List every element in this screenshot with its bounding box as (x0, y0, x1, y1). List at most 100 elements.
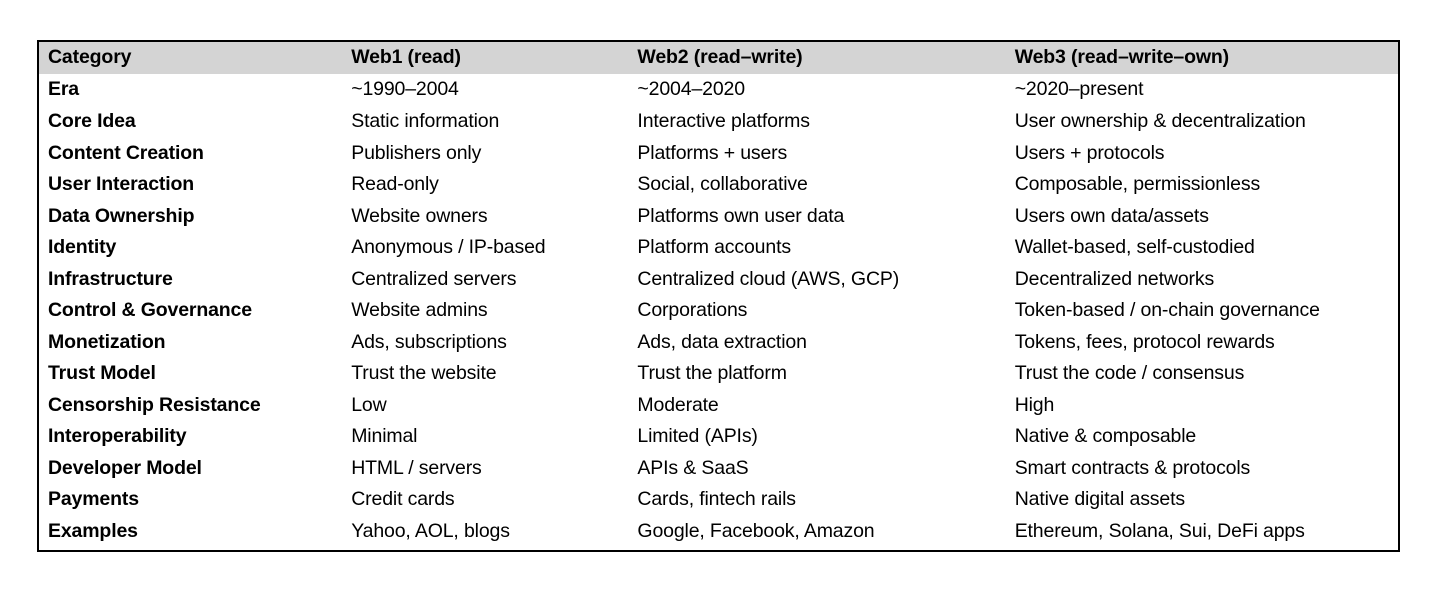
cell-web3: Tokens, fees, protocol rewards (1006, 327, 1398, 359)
table-row: Examples Yahoo, AOL, blogs Google, Faceboo… (39, 515, 1398, 549)
cell-web3-text: Users + protocols (1014, 141, 1165, 164)
cell-web1: Ads, subscriptions (342, 327, 628, 359)
cell-category-text: Content Creation (48, 141, 204, 164)
cell-web3: Users + protocols (1006, 138, 1398, 170)
cell-web3: Wallet-based, self-custodied (1006, 232, 1398, 264)
cell-web1-text: Anonymous / IP-based (351, 236, 546, 258)
cell-category-text: User Interaction (48, 173, 195, 195)
column-header-web3-label: Web3 (read–write–own) (1014, 46, 1229, 69)
cell-web1: Publishers only (342, 138, 628, 170)
cell-web3: ~2020–present (1006, 74, 1398, 106)
cell-web3-text: Tokens, fees, protocol rewards (1014, 330, 1275, 353)
cell-category: Control & Governance (39, 295, 342, 327)
cell-web1-text: Publishers only (351, 141, 482, 164)
table-row: Payments Credit cards Cards, fintech rails… (39, 484, 1398, 516)
cell-web2: APIs & SaaS (628, 453, 1005, 485)
cell-web1: Trust the website (342, 358, 628, 390)
cell-web1: ~1990–2004 (342, 74, 628, 106)
cell-web1-text: Credit cards (351, 488, 455, 510)
cell-web3-text: Token-based / on-chain governance (1014, 299, 1320, 321)
cell-category: Infrastructure (39, 264, 342, 296)
column-header-web3: Web3 (read–write–own) (1006, 42, 1398, 74)
cell-web3: Decentralized networks (1006, 264, 1398, 296)
column-header-web1: Web1 (read) (342, 42, 628, 74)
cell-web1: Yahoo, AOL, blogs (342, 516, 628, 549)
cell-web1-text: Centralized servers (351, 267, 517, 290)
cell-web2: Google, Facebook, Amazon (628, 516, 1005, 549)
cell-web2-text: Cards, fintech rails (637, 488, 796, 510)
table-row: Infrastructure Centralized servers Central… (39, 263, 1398, 296)
cell-web3-text: Wallet-based, self-custodied (1014, 236, 1255, 258)
cell-web2: Moderate (628, 390, 1005, 422)
cell-web1-text: Ads, subscriptions (351, 330, 507, 353)
cell-web2-text: Moderate (637, 393, 719, 416)
comparison-table-frame: Category Web1 (read) Web2 (read–write) W… (37, 40, 1400, 552)
cell-web3-text: Users own data/assets (1014, 204, 1209, 227)
cell-category: Monetization (39, 327, 342, 359)
cell-web3-text: Ethereum, Solana, Sui, DeFi apps (1014, 520, 1305, 543)
table-row: Data Ownership Website owners Platforms ow… (39, 200, 1398, 233)
column-header-web2: Web2 (read–write) (628, 42, 1005, 74)
cell-web3-text: User ownership & decentralization (1014, 110, 1306, 132)
cell-category: Identity (39, 232, 342, 264)
table-row: Monetization Ads, subscriptions Ads, data … (39, 326, 1398, 359)
cell-web1: Minimal (342, 421, 628, 453)
cell-web3: User ownership & decentralization (1006, 106, 1398, 138)
cell-web1-text: Read-only (351, 173, 439, 195)
cell-category: Core Idea (39, 106, 342, 138)
cell-category-text: Trust Model (48, 362, 156, 384)
cell-web1-text: Low (351, 393, 387, 416)
table-row: Trust Model Trust the website Trust the pl… (39, 358, 1398, 390)
cell-web3-text: Decentralized networks (1014, 267, 1215, 290)
cell-web1: Read-only (342, 169, 628, 201)
cell-web3: Token-based / on-chain governance (1006, 295, 1398, 327)
cell-category-text: Monetization (48, 330, 166, 353)
column-header-category-label: Category (48, 46, 132, 69)
cell-web1-text: Yahoo, AOL, blogs (351, 520, 510, 543)
cell-web2: Centralized cloud (AWS, GCP) (628, 264, 1005, 296)
cell-web2-text: APIs & SaaS (637, 456, 749, 479)
cell-web3-text: Composable, permissionless (1014, 173, 1261, 195)
cell-category: Payments (39, 484, 342, 516)
cell-web2: Ads, data extraction (628, 327, 1005, 359)
cell-web1-text: Minimal (351, 425, 418, 447)
column-header-category: Category (39, 42, 342, 74)
cell-web1-text: Trust the website (351, 362, 497, 384)
cell-web1: Static information (342, 106, 628, 138)
cell-category: Interoperability (39, 421, 342, 453)
cell-web2-text: Platforms own user data (637, 204, 845, 227)
cell-web2-text: Social, collaborative (637, 173, 808, 195)
cell-category-text: Data Ownership (48, 204, 195, 227)
cell-web3-text: Native digital assets (1014, 488, 1185, 510)
cell-web1: Website admins (342, 295, 628, 327)
cell-web2: Trust the platform (628, 358, 1005, 390)
cell-web2-text: Ads, data extraction (637, 330, 807, 353)
cell-web2-text: Platform accounts (637, 236, 791, 258)
cell-web2: Platforms own user data (628, 201, 1005, 233)
cell-category: Censorship Resistance (39, 390, 342, 422)
cell-web3: Native & composable (1006, 421, 1398, 453)
cell-web2: Cards, fintech rails (628, 484, 1005, 516)
cell-category-text: Infrastructure (48, 267, 173, 290)
cell-web1-text: Website admins (351, 299, 488, 321)
cell-category-text: Payments (48, 488, 139, 510)
cell-web3-text: ~2020–present (1014, 78, 1144, 101)
cell-web3-text: High (1014, 393, 1055, 416)
cell-web1: Anonymous / IP-based (342, 232, 628, 264)
cell-web2: Platform accounts (628, 232, 1005, 264)
cell-web1: Website owners (342, 201, 628, 233)
table-row: Identity Anonymous / IP-based Platform acc… (39, 232, 1398, 264)
web-eras-comparison-table: Category Web1 (read) Web2 (read–write) W… (39, 42, 1398, 549)
cell-web3: High (1006, 390, 1398, 422)
cell-web1: Low (342, 390, 628, 422)
cell-category-text: Era (48, 78, 79, 101)
cell-web2-text: Centralized cloud (AWS, GCP) (637, 267, 900, 290)
cell-category-text: Censorship Resistance (48, 393, 261, 416)
cell-category-text: Control & Governance (48, 299, 252, 321)
cell-web3-text: Trust the code / consensus (1014, 362, 1245, 384)
cell-category-text: Core Idea (48, 110, 136, 132)
cell-category: Examples (39, 516, 342, 549)
